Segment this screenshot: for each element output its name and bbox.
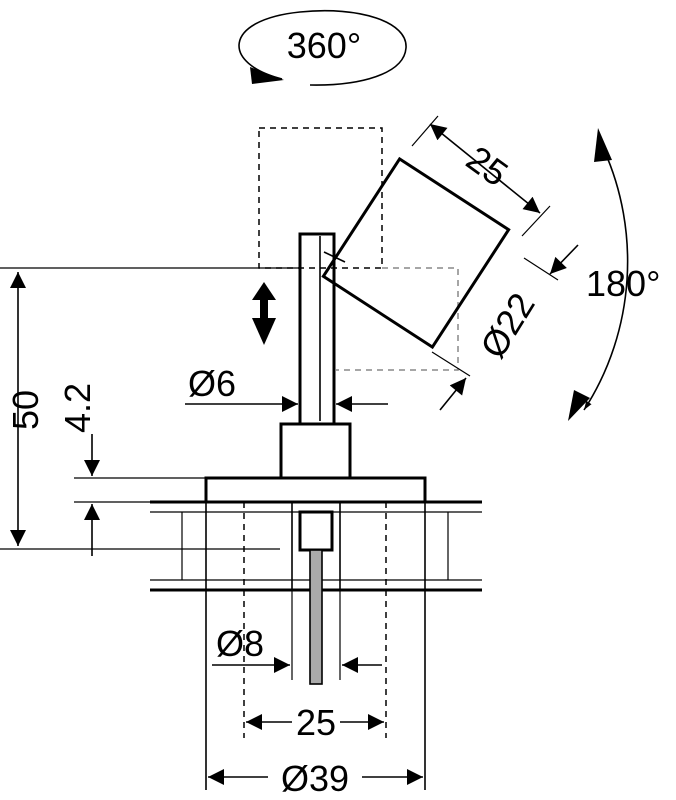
ghost-head-upright: [258, 127, 459, 371]
hole-diameter-dimension: Ø8: [212, 623, 382, 673]
head-width-dimension: 25: [411, 115, 551, 237]
head-diameter-dimension: Ø22: [431, 244, 579, 411]
stem: [298, 232, 336, 426]
collar: [279, 422, 352, 480]
stem-diameter-label: Ø6: [188, 363, 236, 404]
plate-thickness-dimension: 4.2: [57, 383, 210, 556]
tilt-label: 180°: [586, 263, 660, 304]
hole-spacing-label: 25: [296, 702, 336, 743]
light-head: [321, 156, 511, 350]
head-joint: [323, 251, 346, 263]
tilt-indicator: 180°: [568, 128, 660, 421]
cable: [309, 549, 323, 685]
head-diameter-label: Ø22: [472, 286, 543, 365]
extension-lines: [205, 502, 426, 790]
hole-spacing-dimension: 25: [246, 700, 384, 743]
height-dimension: 50: [5, 272, 46, 546]
height-adjust-arrow-icon: [252, 282, 276, 345]
base-diameter-dimension: Ø39: [208, 756, 423, 799]
base-plate: [204, 476, 427, 504]
rotation-label: 360°: [287, 25, 361, 66]
plate-thickness-label: 4.2: [57, 383, 98, 433]
base-diameter-label: Ø39: [281, 758, 349, 799]
rotation-indicator: 360°: [238, 9, 407, 86]
hole-diameter-label: Ø8: [216, 623, 264, 664]
stem-diameter-dimension: Ø6: [185, 363, 388, 412]
rotation-arrow-icon: [250, 67, 284, 84]
height-label: 50: [5, 390, 46, 430]
